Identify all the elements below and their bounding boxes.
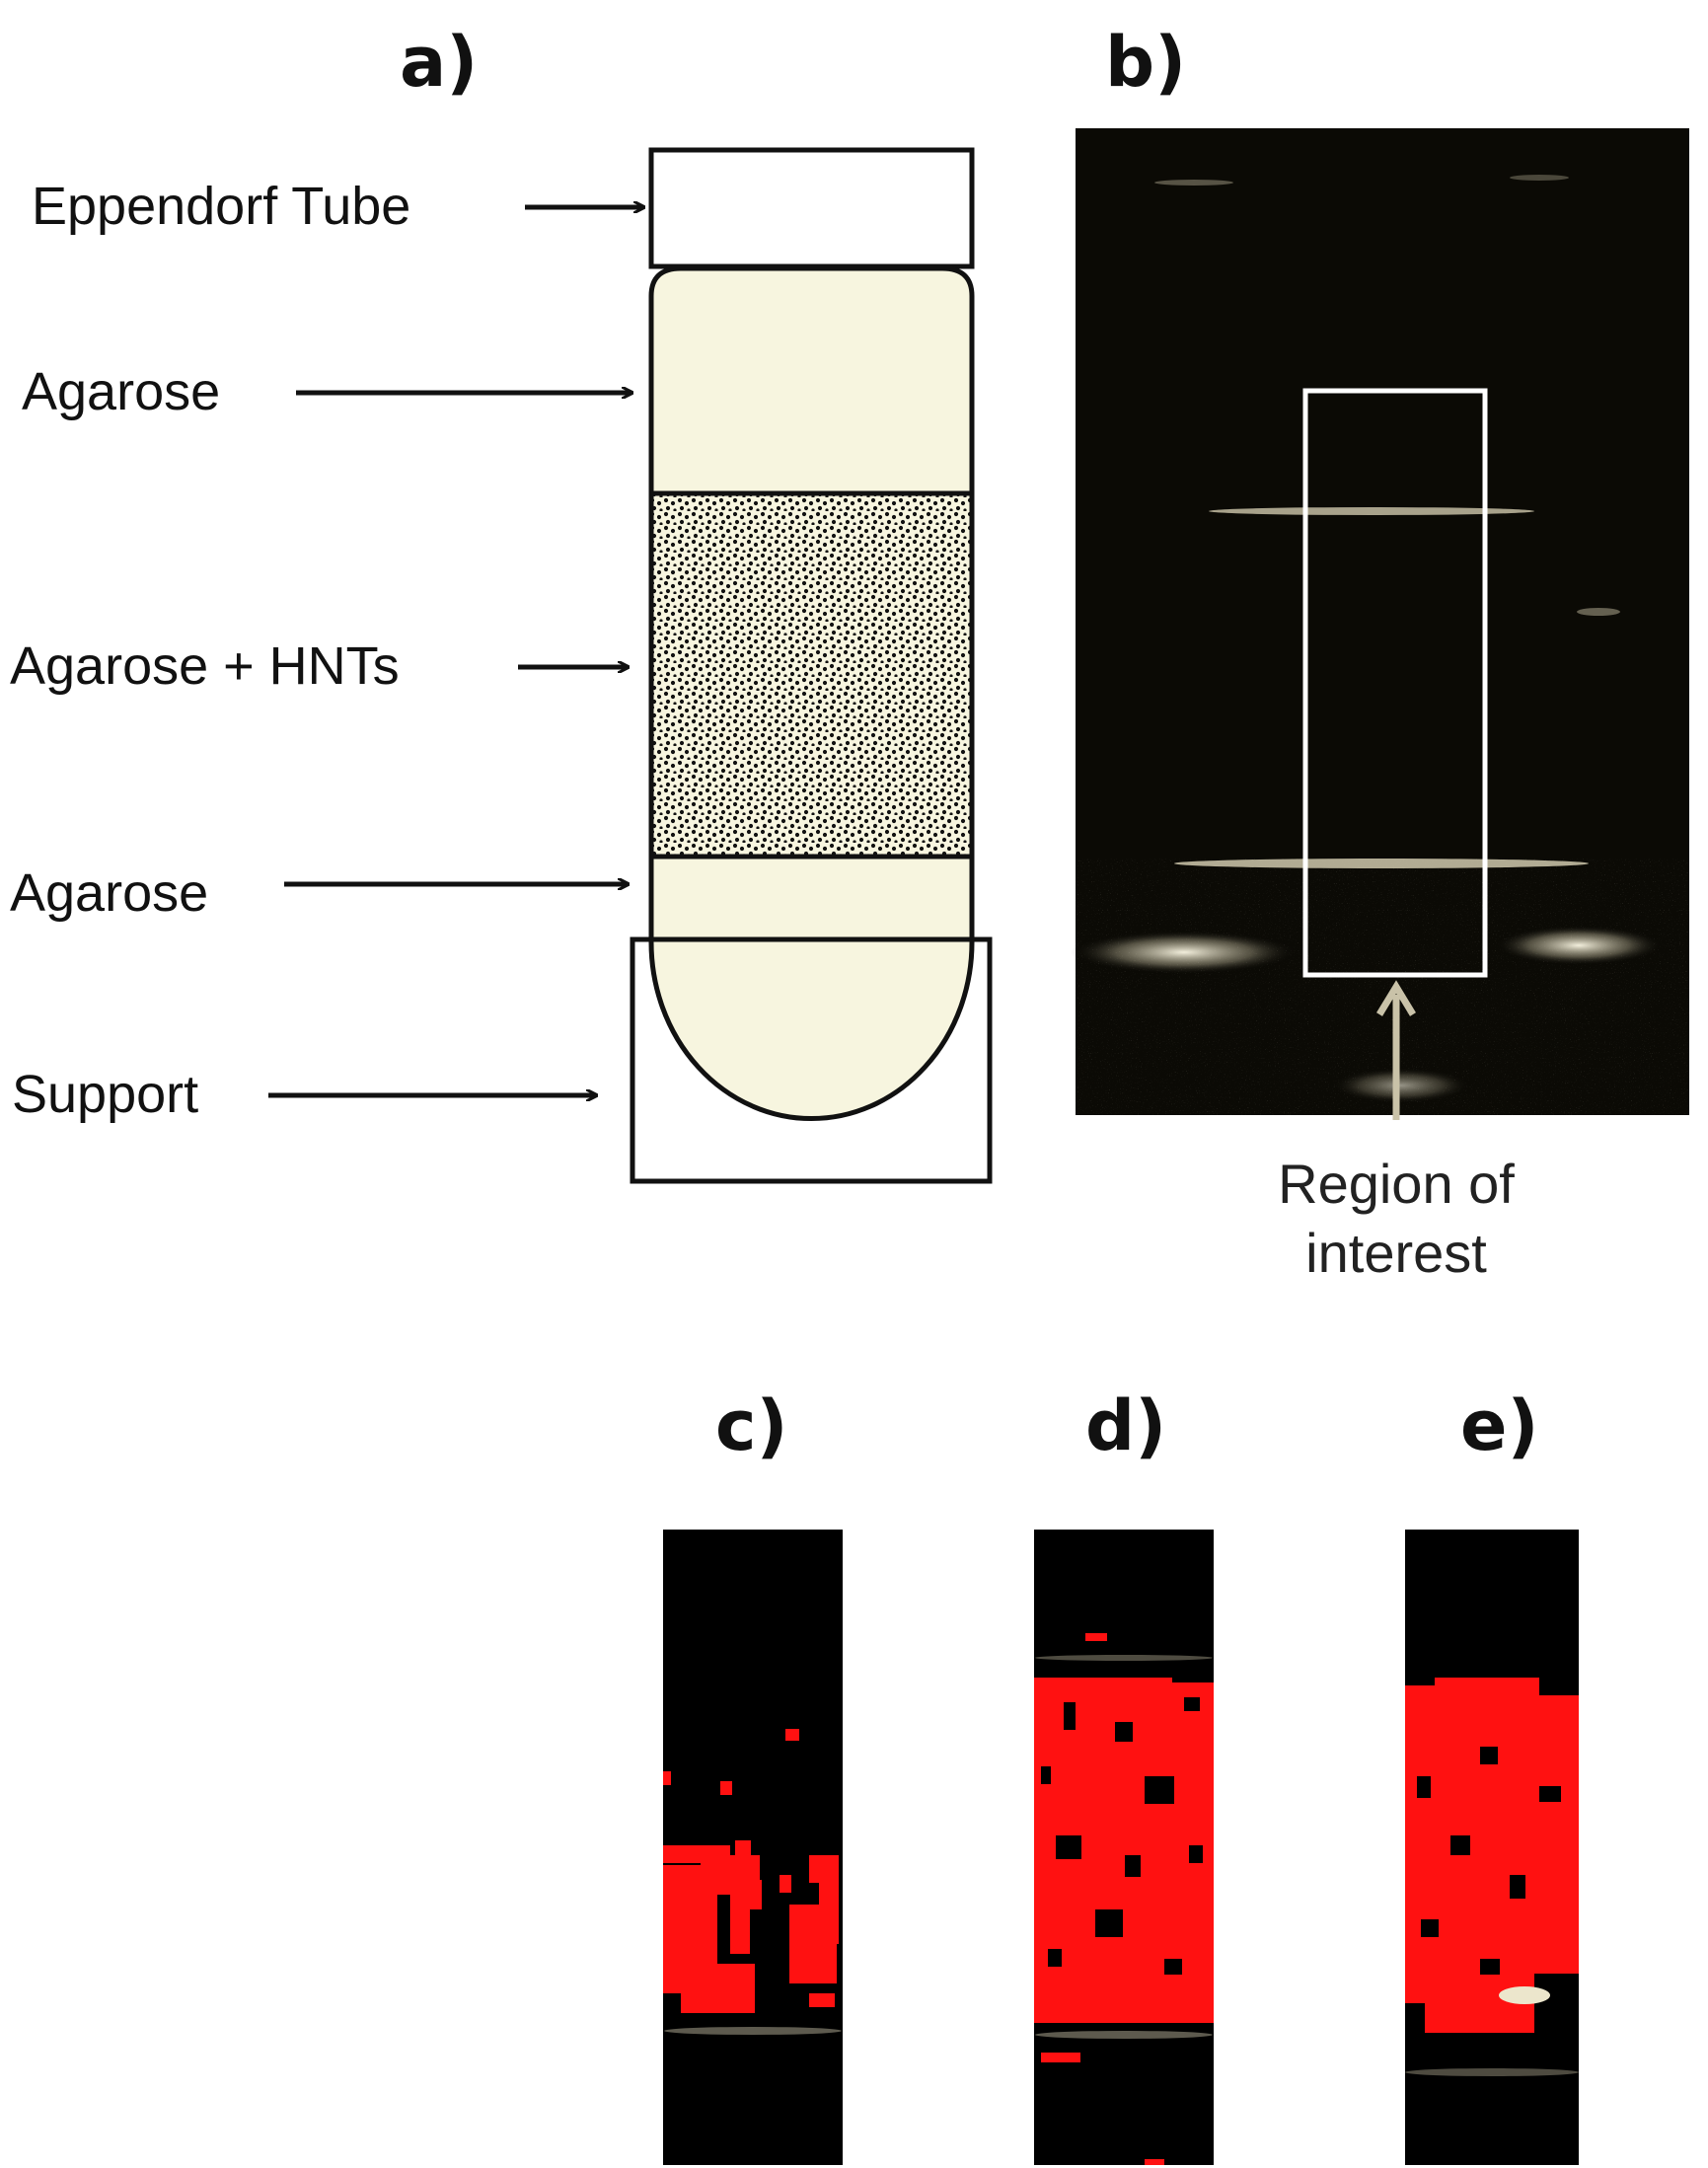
segmentation-c [663, 1530, 843, 2165]
panel-a-label: a) [400, 22, 479, 103]
panel-c-label: c) [715, 1385, 788, 1466]
panel-e-label: e) [1460, 1385, 1539, 1466]
ultrasound-image [1071, 128, 1689, 1120]
agarose-bottom-layer [648, 854, 975, 1121]
label-agarose-top: Agarose [22, 362, 221, 421]
roi-box [1302, 388, 1488, 978]
roi-label-line1: Region of [1278, 1153, 1515, 1215]
label-support: Support [12, 1065, 199, 1124]
agarose-top-layer [648, 265, 975, 496]
segmentation-e [1405, 1530, 1579, 2165]
tube-diagram [268, 147, 993, 1184]
label-agarose-bottom: Agarose [10, 863, 209, 923]
agarose-hnts-layer [648, 490, 975, 860]
roi-arrow-head [1376, 980, 1416, 1016]
eppendorf-tube-cap [648, 147, 975, 269]
panel-d-label: d) [1085, 1385, 1167, 1466]
roi-label-line2: interest [1305, 1222, 1487, 1284]
label-eppendorf-tube: Eppendorf Tube [32, 177, 411, 236]
segmentation-d [1034, 1530, 1214, 2165]
panel-b-label: b) [1105, 22, 1187, 103]
support-block [630, 936, 993, 1184]
label-agarose-hnts: Agarose + HNTs [10, 636, 400, 696]
